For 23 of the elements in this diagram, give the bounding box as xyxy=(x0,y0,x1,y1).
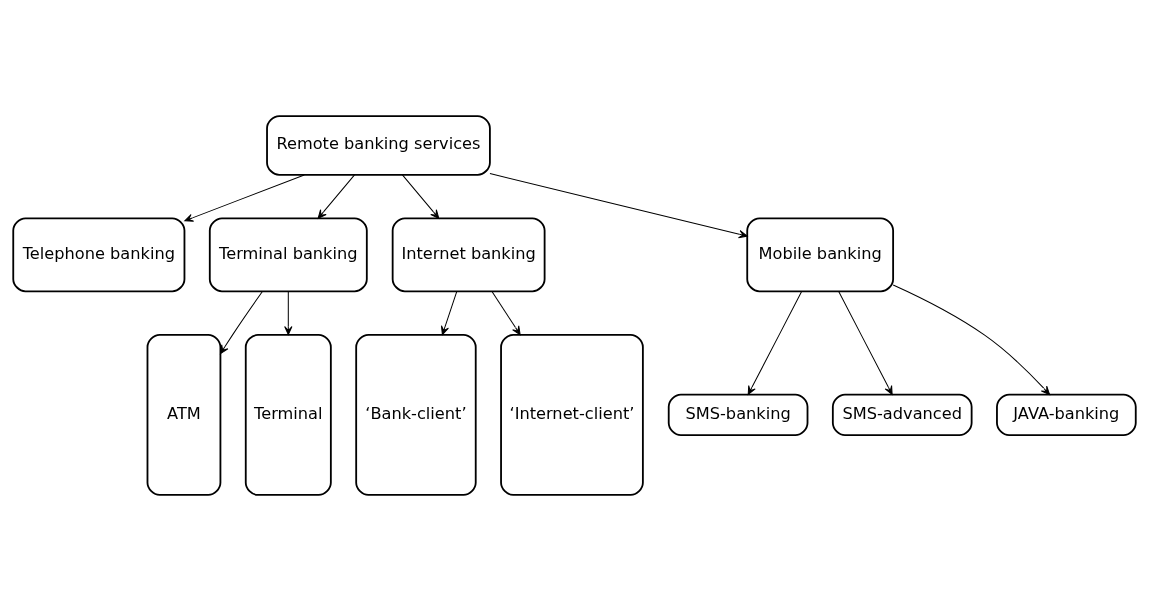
node-box: SMS-banking xyxy=(667,393,809,436)
arrow xyxy=(284,290,293,335)
arrow xyxy=(440,290,458,335)
arrow xyxy=(489,172,748,238)
node-box: Remote banking services xyxy=(266,114,491,176)
node-box: Terminal banking xyxy=(208,216,368,292)
arrow xyxy=(892,284,1051,395)
arrow xyxy=(184,173,305,222)
node-box: ‘Internet-client’ xyxy=(500,333,644,496)
arrow xyxy=(838,290,893,395)
node-box: Internet banking xyxy=(391,216,546,292)
arrow xyxy=(219,290,264,354)
arrow xyxy=(401,173,440,219)
node-box: Telephone banking xyxy=(12,216,186,292)
arrow xyxy=(747,290,803,395)
arrow xyxy=(317,173,356,219)
node-box: ‘Bank-client’ xyxy=(355,333,477,496)
node-box: SMS-advanced xyxy=(831,393,973,436)
node-box: Terminal xyxy=(244,333,332,496)
node-box: ATM xyxy=(146,333,222,496)
node-box: Mobile banking xyxy=(746,216,895,292)
node-box: JAVA-banking xyxy=(996,393,1137,436)
arrow xyxy=(491,290,521,335)
